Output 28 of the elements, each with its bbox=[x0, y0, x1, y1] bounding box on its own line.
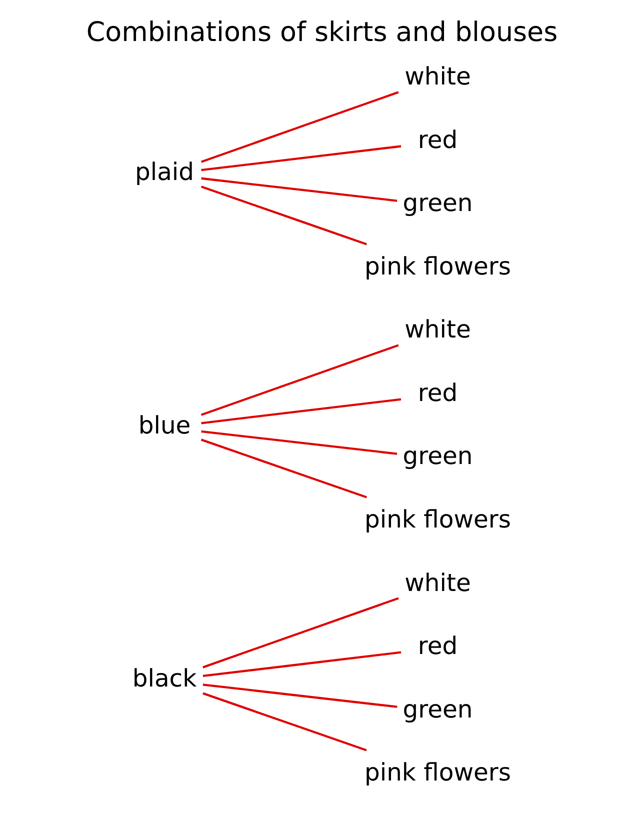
node-text: pink flowers bbox=[364, 506, 512, 534]
connector bbox=[202, 684, 398, 708]
node-text: green bbox=[402, 695, 473, 724]
node-text: pink flowers bbox=[364, 252, 512, 280]
node-text: plaid bbox=[135, 158, 194, 186]
connector bbox=[202, 597, 399, 668]
node-text: black bbox=[132, 664, 197, 692]
connector bbox=[202, 651, 402, 678]
node-text: green bbox=[402, 442, 473, 470]
diagram-title: Combinations of skirts and blouses bbox=[86, 17, 558, 48]
node-text: white bbox=[404, 316, 471, 344]
connector bbox=[202, 692, 367, 752]
connector bbox=[200, 344, 399, 416]
connector bbox=[200, 91, 399, 163]
connector bbox=[200, 438, 367, 498]
connector bbox=[201, 430, 398, 455]
connector bbox=[201, 177, 398, 202]
node-text: red bbox=[418, 126, 458, 154]
node-text: white bbox=[404, 62, 471, 91]
connector bbox=[201, 145, 402, 172]
node-text: blue bbox=[138, 411, 191, 440]
node-text: white bbox=[404, 568, 471, 597]
node-text: green bbox=[402, 189, 473, 218]
connector bbox=[200, 186, 367, 246]
node-text: red bbox=[418, 378, 458, 407]
connector bbox=[201, 398, 402, 424]
node-text: red bbox=[418, 632, 458, 660]
node-text: pink flowers bbox=[364, 758, 512, 787]
